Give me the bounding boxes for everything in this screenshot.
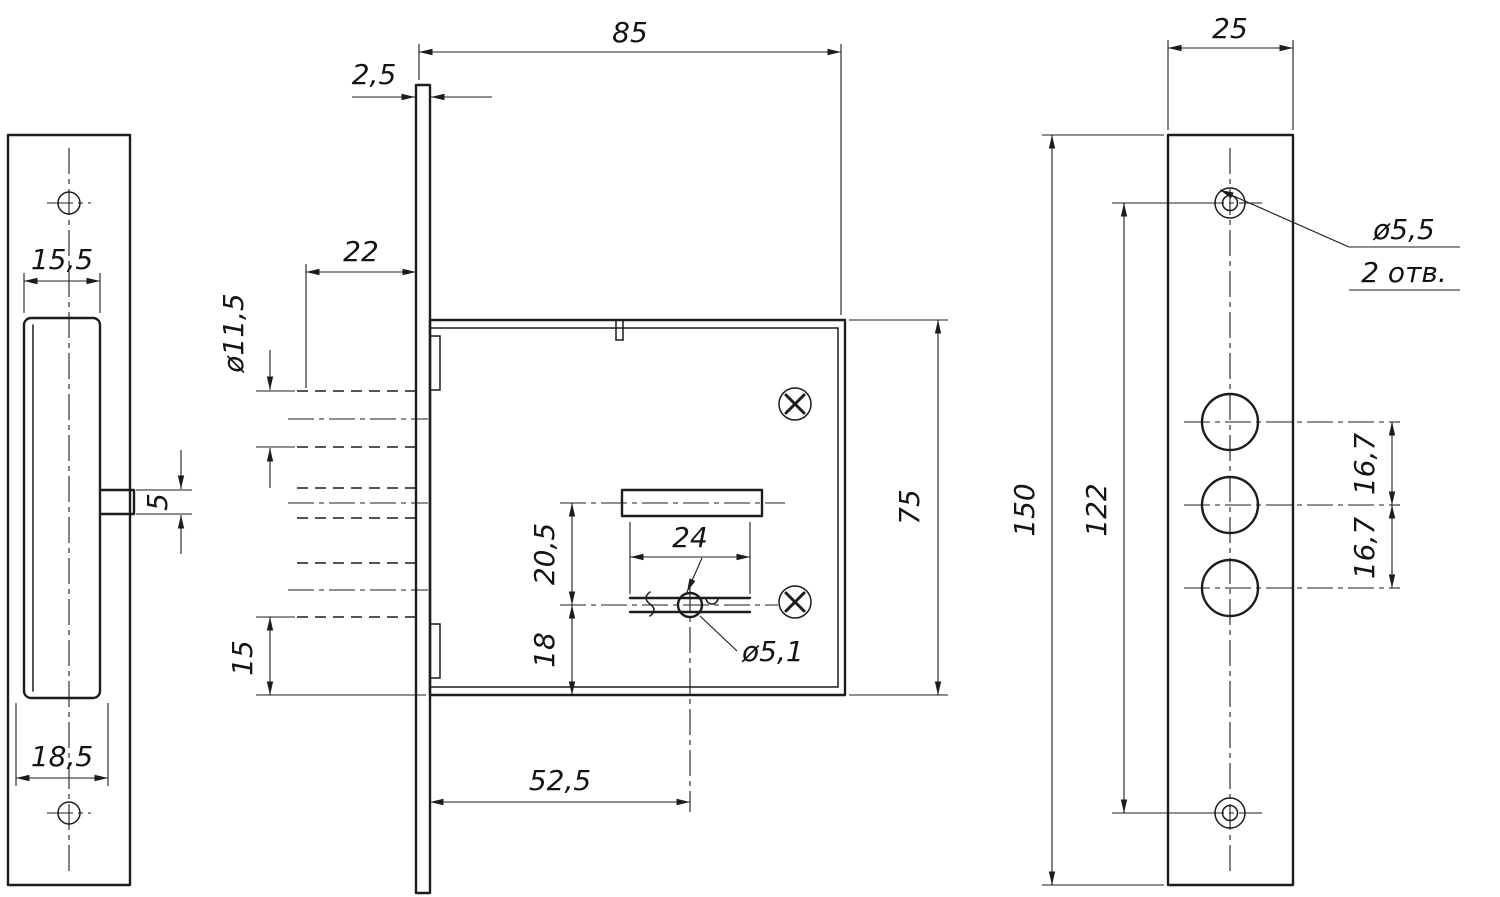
dim-label-body-height: 75: [893, 489, 926, 525]
box-outline: [6, 133, 132, 887]
dim-label-slot-diameter: ø11,5: [217, 293, 250, 373]
dim-faceplate-thickness: 2,5: [352, 58, 492, 101]
callout-screw-holes: ø5,5 2 отв.: [1219, 189, 1460, 291]
dim-label-keyhole-offset: 52,5: [529, 764, 591, 797]
dim-bottom-margin: 15: [226, 616, 426, 696]
dim-label-tab-height: 5: [141, 493, 174, 511]
dim-inner-width: 15,5: [23, 243, 101, 313]
dim-body-depth: 85: [418, 16, 842, 315]
dim-label-faceplate-thickness: 2,5: [352, 58, 397, 91]
dim-plate-height: 150: [1008, 134, 1164, 886]
dim-key-slot-length: 24: [629, 521, 751, 594]
box-screw-hole-bottom: [57, 801, 81, 825]
box-channel: [22, 316, 102, 700]
dim-label-plate-width: 25: [1212, 12, 1248, 45]
hidden-key-slots: [288, 390, 428, 618]
box-screw-hole-top: [57, 191, 81, 215]
dim-keyhole-diameter: ø5,1: [686, 557, 804, 668]
faceplate-front-view: 25 150 122 16,7 16,7 ø5: [1008, 12, 1460, 887]
box-tab: [98, 488, 136, 516]
strike-box-side-view: 15,5 18,5 5: [6, 133, 192, 887]
dim-label-circle-pitch-bottom: 16,7: [1348, 517, 1381, 580]
dim-label-keyhole-diameter: ø5,1: [741, 635, 804, 668]
dim-screw-spacing: 122: [1080, 202, 1214, 814]
dim-circle-pitch-top: 16,7: [1348, 422, 1396, 505]
faceplate-edge: [414, 83, 432, 895]
dim-label-bolt-to-keyhole: 20,5: [528, 523, 561, 585]
dim-body-height: 75: [849, 319, 948, 696]
dim-keyhole-offset: 52,5: [430, 764, 690, 806]
dim-label-body-depth: 85: [612, 16, 648, 49]
dim-label-inner-width: 15,5: [31, 243, 93, 276]
dim-label-bottom-margin: 15: [226, 640, 259, 676]
dim-label-keyhole-to-bottom: 18: [528, 632, 561, 668]
dim-label-circle-pitch-top: 16,7: [1348, 433, 1381, 496]
dim-keyhole-to-bottom: 18: [528, 605, 576, 695]
dim-tab-height: 5: [136, 450, 192, 554]
dim-bolt-to-keyhole: 20,5: [528, 503, 576, 605]
dim-label-outer-width: 18,5: [31, 740, 93, 773]
dim-plate-width: 25: [1167, 12, 1294, 130]
dim-slot-diameter: ø11,5: [217, 293, 295, 488]
lock-body-front-view: 85 2,5 22 ø11,5 15: [217, 16, 948, 895]
faceplate-outline: [1166, 133, 1295, 887]
screw-head-top: [778, 387, 812, 421]
dim-circle-pitch-bottom: 16,7: [1348, 505, 1396, 588]
dim-label-plate-height: 150: [1008, 483, 1041, 536]
dim-label-slot-depth: 22: [343, 235, 379, 268]
dim-label-key-slot-length: 24: [672, 521, 708, 554]
dim-label-screw-hole-count: 2 отв.: [1361, 256, 1447, 289]
screw-head-bottom: [778, 585, 812, 619]
dim-outer-width: 18,5: [15, 703, 109, 786]
lock-body-outline: [428, 318, 847, 697]
dim-label-screw-hole-diameter: ø5,5: [1372, 213, 1435, 246]
dim-slot-depth: 22: [305, 235, 416, 388]
dim-label-screw-spacing: 122: [1080, 483, 1113, 536]
